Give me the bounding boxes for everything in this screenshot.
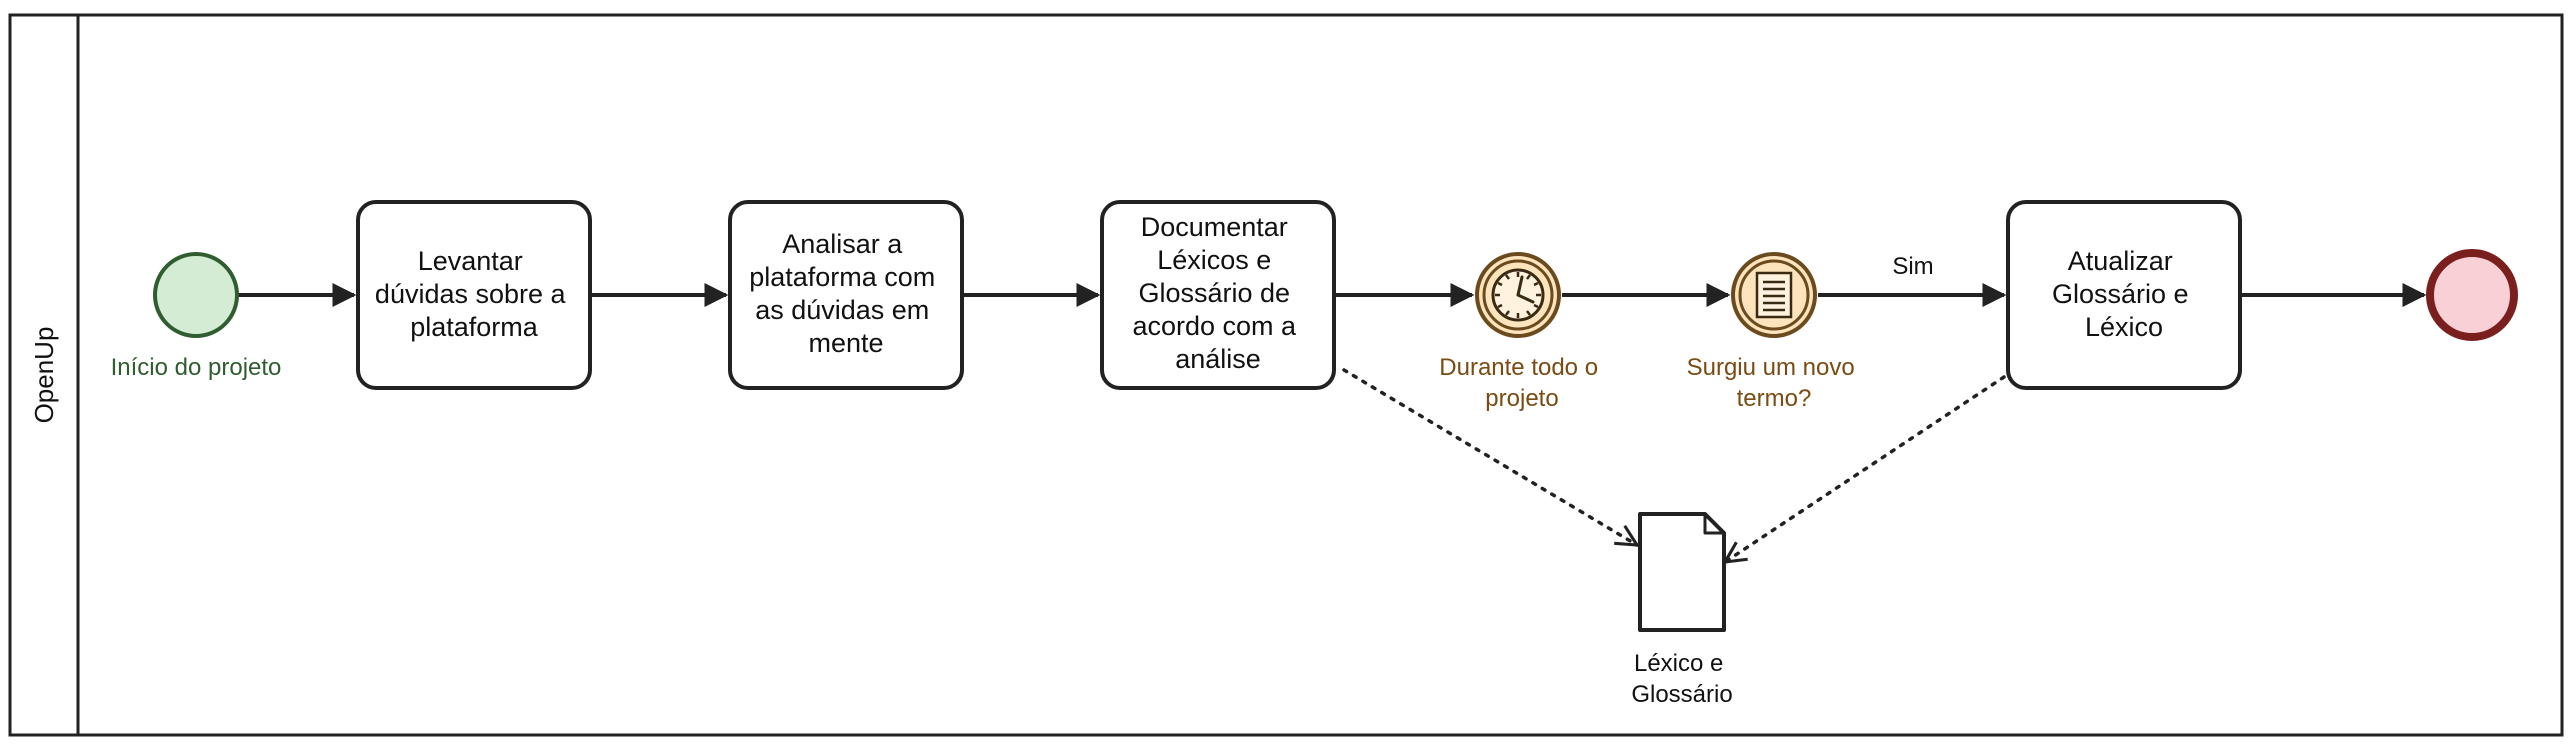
start-event[interactable] — [153, 252, 239, 338]
data-object-label: Léxico e Glossário — [1631, 650, 1732, 708]
start-event-label: Início do projeto — [111, 354, 282, 381]
data-object-lexico-glossario[interactable] — [1638, 512, 1726, 632]
task-documentar-lexicos[interactable]: Documentar Léxicos e Glossário de acordo… — [1100, 200, 1336, 390]
document-lines-icon — [1755, 271, 1793, 319]
timer-event-inner-ring — [1482, 259, 1554, 331]
association-task4-to-data — [1725, 375, 2006, 562]
timer-event-label: Durante todo o projeto — [1439, 354, 1604, 412]
task-levantar-duvidas[interactable]: Levantar dúvidas sobre a plataforma — [356, 200, 592, 390]
clock-icon — [1491, 268, 1545, 322]
lane-title: OpenUp — [29, 327, 59, 424]
task-label: Documentar Léxicos e Glossário de acordo… — [1132, 212, 1303, 374]
task-analisar-plataforma[interactable]: Analisar a plataforma com as dúvidas em … — [728, 200, 964, 390]
start-event-circle — [153, 252, 239, 338]
document-icon — [1638, 512, 1726, 632]
task-label: Atualizar Glossário e Léxico — [2052, 246, 2196, 342]
conditional-event[interactable] — [1731, 252, 1817, 338]
task-box — [1100, 200, 1336, 390]
task-box — [2006, 200, 2242, 390]
conditional-event-label: Surgiu um novo termo? — [1687, 354, 1862, 412]
timer-event[interactable] — [1475, 252, 1561, 338]
flow-label-sim: Sim — [1892, 253, 1933, 280]
task-box — [356, 200, 592, 390]
task-atualizar-glossario[interactable]: Atualizar Glossário e Léxico — [2006, 200, 2242, 390]
end-event-circle — [2426, 249, 2518, 341]
end-event[interactable] — [2426, 249, 2518, 341]
task-label: Analisar a plataforma com as dúvidas em … — [749, 229, 943, 358]
conditional-event-inner-ring — [1738, 259, 1810, 331]
task-label: Levantar dúvidas sobre a plataforma — [375, 246, 573, 342]
document-fold — [1703, 514, 1724, 535]
task-box — [728, 200, 964, 390]
association-task3-to-data — [1342, 368, 1637, 545]
